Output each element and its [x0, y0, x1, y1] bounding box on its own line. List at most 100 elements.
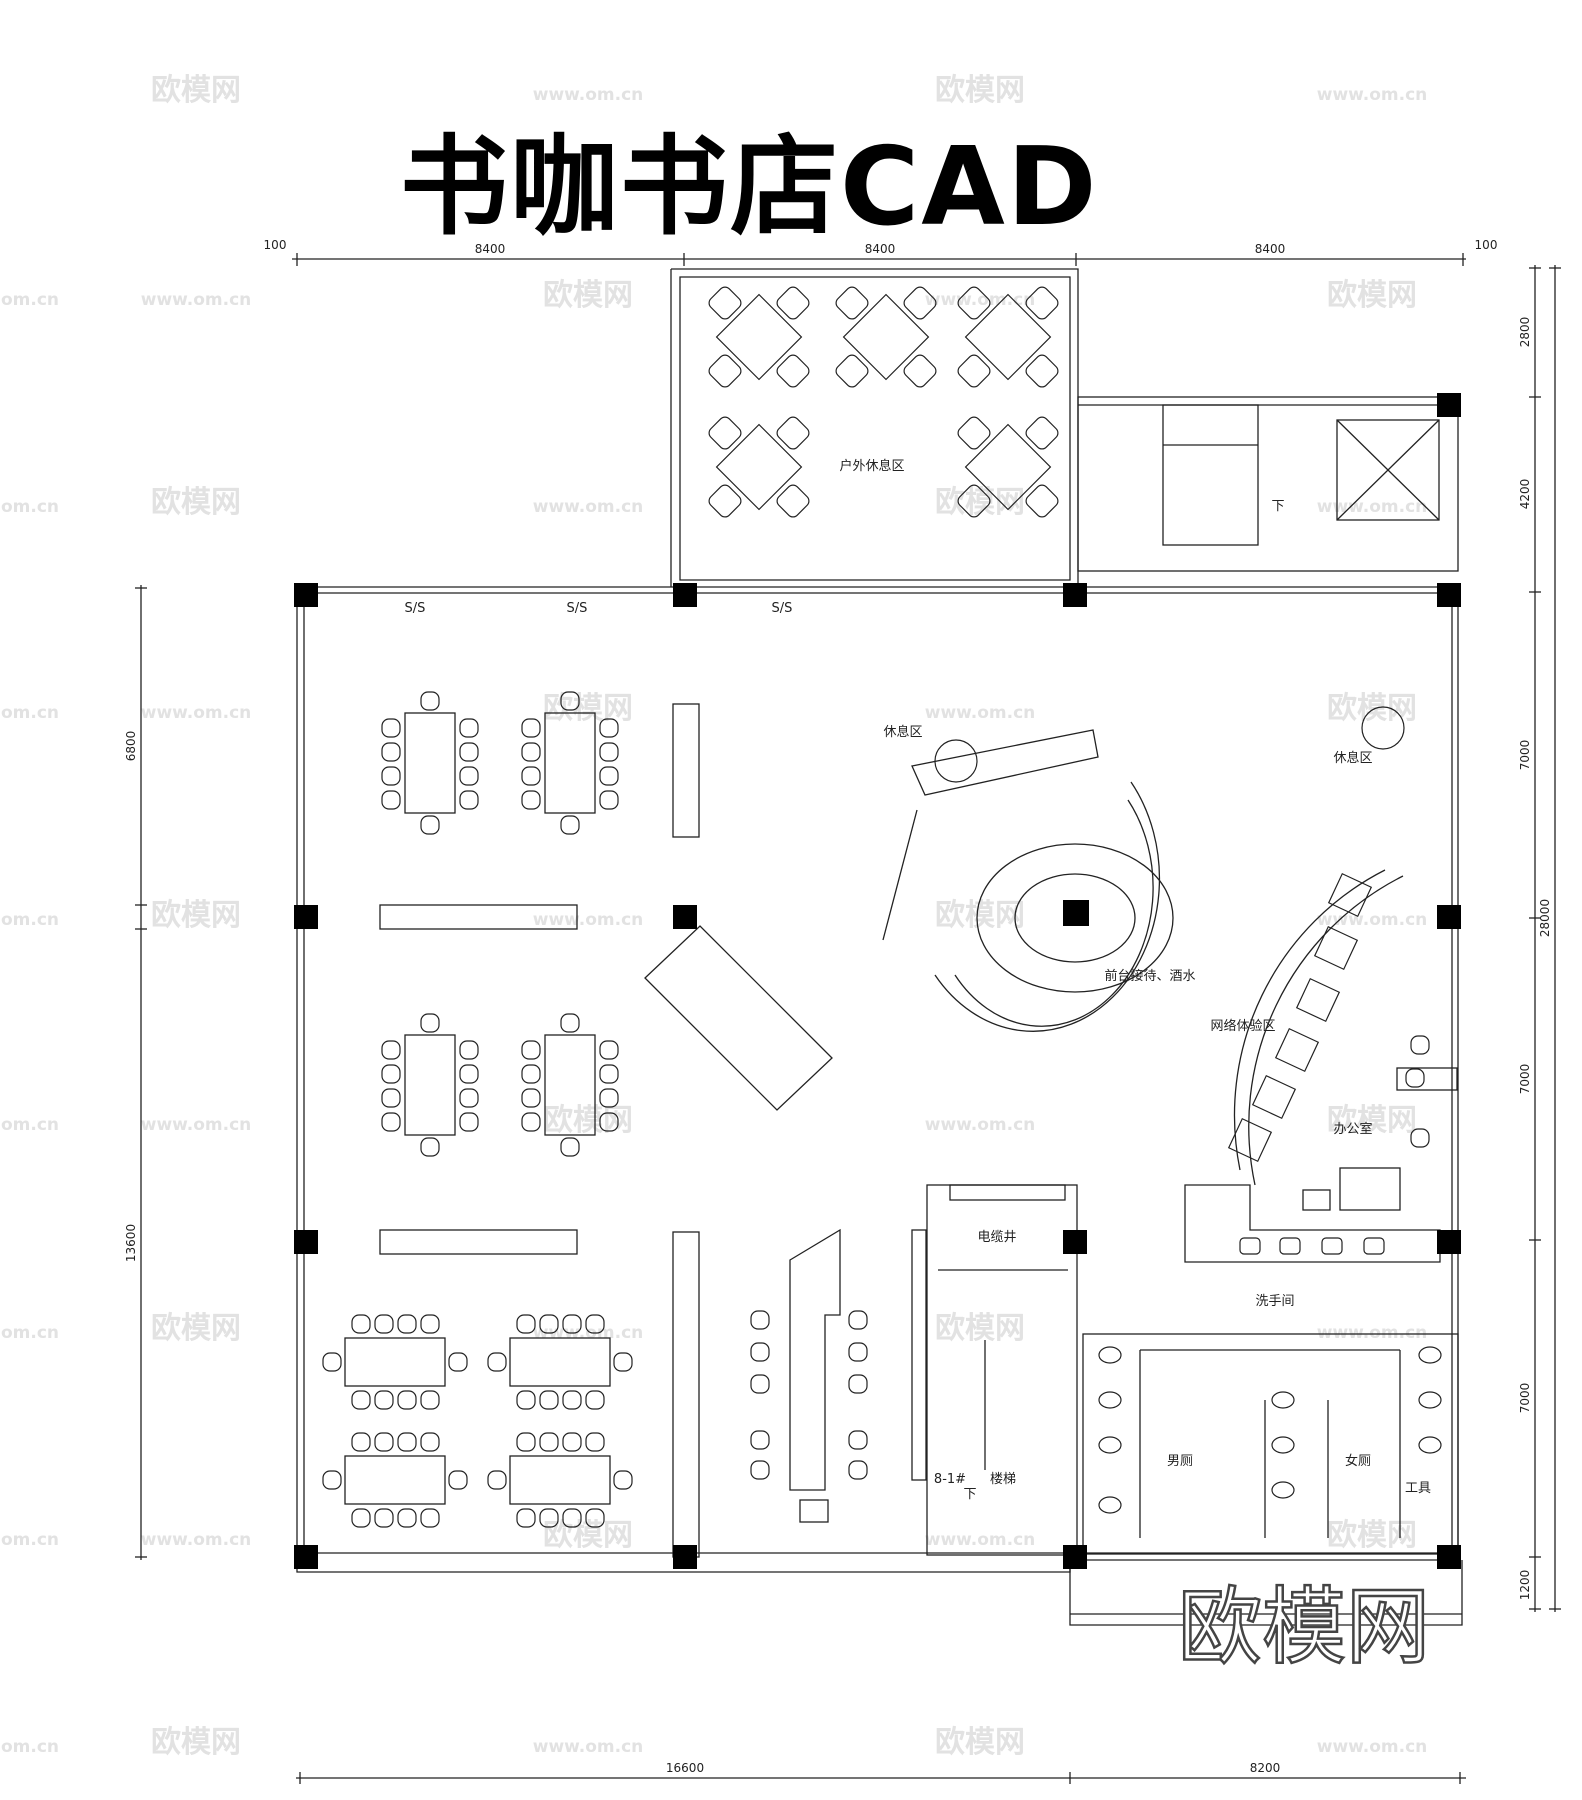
watermark: www.om.cn	[533, 497, 644, 517]
watermark: www.om.cn	[533, 1737, 644, 1757]
columns	[294, 393, 1461, 1569]
dim-top-2: 8400	[475, 242, 506, 256]
right-dimension-line	[1529, 265, 1561, 1612]
watermark: 欧模网	[1327, 1518, 1417, 1553]
dim-right-6: 1200	[1518, 1570, 1532, 1601]
chair	[1410, 1128, 1430, 1148]
label-washroom: 洗手间	[1255, 1294, 1294, 1309]
sink	[1363, 1237, 1385, 1255]
watermark: 欧模网	[151, 73, 241, 108]
seat	[1327, 872, 1373, 918]
dim-right-1: 2800	[1518, 317, 1532, 348]
label-outdoor-rest: 户外休息区	[839, 458, 904, 474]
watermark: om.cn	[1, 1737, 59, 1757]
reception-counter	[882, 729, 1174, 1032]
dim-top-3: 8400	[865, 242, 896, 256]
chair	[459, 766, 479, 786]
watermark: 欧模网	[935, 1725, 1025, 1760]
lounge-chair	[835, 354, 869, 388]
chair	[750, 1460, 770, 1480]
watermark: 欧模网	[543, 1518, 633, 1553]
label-down-2: 下	[963, 1487, 976, 1502]
toilet	[1418, 1391, 1442, 1409]
watermark: om.cn	[1, 1530, 59, 1550]
chair	[487, 1352, 507, 1372]
watermark: 欧模网	[1327, 1103, 1417, 1138]
watermark: om.cn	[1, 910, 59, 930]
chair	[521, 1040, 541, 1060]
watermark: 欧模网	[935, 485, 1025, 520]
chair	[599, 790, 619, 810]
chair	[516, 1432, 536, 1452]
chair	[381, 1112, 401, 1132]
watermark: om.cn	[1, 1115, 59, 1135]
dim-left-2: 13600	[124, 1224, 138, 1262]
chair	[351, 1390, 371, 1410]
chair	[420, 1013, 440, 1033]
bar-counter	[789, 1228, 841, 1523]
toilet	[1418, 1436, 1442, 1454]
chair	[599, 766, 619, 786]
lounge-table	[842, 293, 930, 381]
chair	[599, 1040, 619, 1060]
label-down-1: 下	[1271, 499, 1284, 514]
chair	[351, 1432, 371, 1452]
watermark: 欧模网	[151, 898, 241, 933]
seat	[1313, 925, 1359, 971]
chairs	[322, 691, 1442, 1528]
toilet	[1098, 1436, 1122, 1454]
chair	[539, 1390, 559, 1410]
chair	[459, 1088, 479, 1108]
bottom-dimension-line	[296, 1772, 1466, 1784]
chair	[521, 1088, 541, 1108]
watermark: www.om.cn	[141, 703, 252, 723]
dim-top-5: 100	[1475, 238, 1498, 252]
dim-right-3: 7000	[1518, 740, 1532, 771]
chair	[448, 1470, 468, 1490]
dim-right-2: 4200	[1518, 479, 1532, 510]
seat	[1227, 1117, 1273, 1163]
sink	[1279, 1237, 1301, 1255]
chair	[448, 1352, 468, 1372]
label-ss-2: S/S	[567, 601, 588, 616]
office-furniture	[1302, 1067, 1458, 1211]
round-table	[1361, 706, 1405, 750]
label-stair: 楼梯	[990, 1472, 1016, 1487]
label-cable-well: 电缆井	[977, 1229, 1016, 1245]
watermark: www.om.cn	[141, 1530, 252, 1550]
chair	[420, 1432, 440, 1452]
chair	[560, 1137, 580, 1157]
reading-tables	[344, 712, 611, 1505]
chair	[560, 815, 580, 835]
watermark: www.om.cn	[1317, 85, 1428, 105]
chair	[381, 742, 401, 762]
dim-right-4: 7000	[1518, 1064, 1532, 1095]
chair	[397, 1508, 417, 1528]
watermark: 欧模网	[1327, 691, 1417, 726]
label-ss-3: S/S	[772, 601, 793, 616]
dim-left-1: 6800	[124, 731, 138, 762]
chair	[459, 742, 479, 762]
restroom-block	[1082, 1333, 1459, 1555]
chair	[420, 1314, 440, 1334]
chair	[521, 1112, 541, 1132]
chair	[420, 1508, 440, 1528]
chair	[374, 1508, 394, 1528]
network-counter	[1233, 869, 1404, 1186]
watermark: www.om.cn	[1317, 910, 1428, 930]
watermark: om.cn	[1, 497, 59, 517]
dim-top-4: 8400	[1255, 242, 1286, 256]
chair	[750, 1374, 770, 1394]
chair	[1410, 1035, 1430, 1055]
chair	[848, 1374, 868, 1394]
lounge-chair	[1025, 354, 1059, 388]
chair	[374, 1390, 394, 1410]
watermark: www.om.cn	[141, 290, 252, 310]
chair	[459, 790, 479, 810]
chair	[613, 1352, 633, 1372]
chair	[585, 1390, 605, 1410]
lounge-chair	[708, 354, 742, 388]
washroom-counter	[1184, 1184, 1441, 1263]
label-reception: 前台接待、酒水	[1104, 968, 1195, 984]
lounge-table	[964, 293, 1052, 381]
